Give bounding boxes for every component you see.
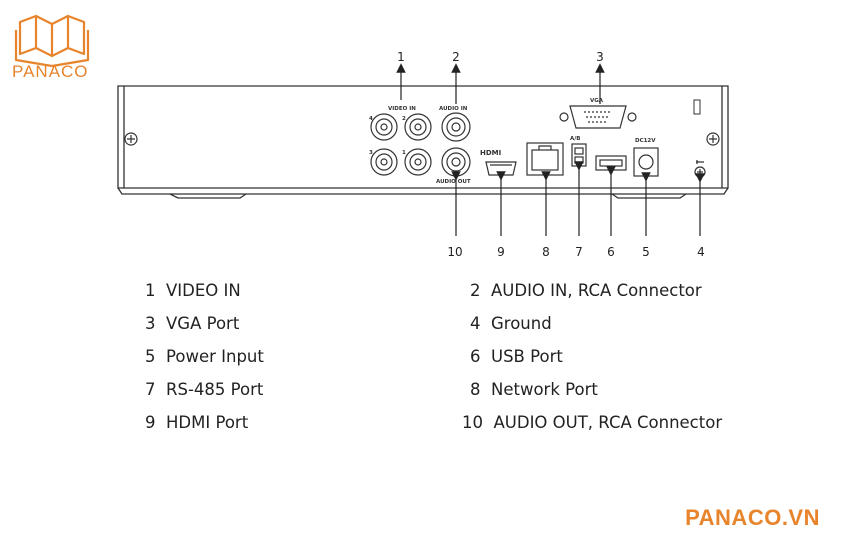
ab-printed: A/B: [570, 136, 580, 142]
latch-icon: [693, 99, 701, 115]
callout-10: 10: [447, 245, 462, 259]
legend-item: 9 HDMI Port: [145, 413, 248, 432]
legend-text: VIDEO IN: [166, 281, 241, 300]
callout-1: 1: [397, 50, 405, 64]
legend-text: AUDIO IN, RCA Connector: [491, 281, 702, 300]
audio-out-printed: AUDIO OUT: [436, 179, 471, 185]
legend-num: 10: [462, 413, 483, 432]
legend-item: 2 AUDIO IN, RCA Connector: [470, 281, 702, 300]
audio-out-port: [441, 147, 471, 177]
legend-text: VGA Port: [166, 314, 240, 333]
logo-text: PANACO: [12, 62, 89, 81]
legend-item: 10 AUDIO OUT, RCA Connector: [462, 413, 722, 432]
legend-item: 8 Network Port: [470, 380, 598, 399]
legend-num: 2: [470, 281, 481, 300]
hdmi-printed: HDMI: [480, 149, 501, 157]
legend-item: 1 VIDEO IN: [145, 281, 241, 300]
legend-text: Network Port: [491, 380, 598, 399]
website-link[interactable]: PANACO.VN: [685, 505, 820, 530]
ch3-printed: 3: [369, 150, 373, 156]
legend-text: Ground: [491, 314, 552, 333]
legend-text: RS-485 Port: [166, 380, 264, 399]
legend-text: HDMI Port: [166, 413, 249, 432]
legend-num: 7: [145, 380, 156, 399]
legend-item: 5 Power Input: [145, 347, 264, 366]
audio-in-port: [441, 112, 471, 142]
callout-3: 3: [596, 50, 604, 64]
vga-port: [559, 105, 637, 129]
legend-num: 8: [470, 380, 481, 399]
legend-text: AUDIO OUT, RCA Connector: [493, 413, 723, 432]
legend-num: 4: [470, 314, 481, 333]
callout-2: 2: [452, 50, 460, 64]
callout-4: 4: [697, 245, 705, 259]
legend-text: USB Port: [491, 347, 563, 366]
screw-right: [706, 132, 720, 146]
legend-item: 3 VGA Port: [145, 314, 239, 333]
legend-item: 6 USB Port: [470, 347, 563, 366]
ch4-printed: 4: [369, 116, 373, 122]
hdmi-port: [485, 161, 517, 176]
ch2-printed: 2: [402, 116, 406, 122]
legend-num: 1: [145, 281, 156, 300]
vga-printed: VGA: [590, 98, 604, 104]
callout-7: 7: [575, 245, 583, 259]
legend-item: 4 Ground: [470, 314, 552, 333]
video-in-ports: [370, 113, 432, 176]
screw-left: [124, 132, 138, 146]
video-in-printed: VIDEO IN: [388, 106, 416, 112]
legend-num: 3: [145, 314, 156, 333]
panaco-logo-icon: [14, 14, 90, 68]
legend-text: Power Input: [166, 347, 264, 366]
legend-num: 6: [470, 347, 481, 366]
legend-num: 5: [145, 347, 156, 366]
legend-num: 9: [145, 413, 156, 432]
callout-8: 8: [542, 245, 550, 259]
audio-in-printed: AUDIO IN: [439, 106, 468, 112]
callout-6: 6: [607, 245, 615, 259]
ch1-printed: 1: [402, 150, 406, 156]
callout-5: 5: [642, 245, 650, 259]
legend-item: 7 RS-485 Port: [145, 380, 263, 399]
callout-9: 9: [497, 245, 505, 259]
dc-printed: DC12V: [635, 138, 656, 144]
